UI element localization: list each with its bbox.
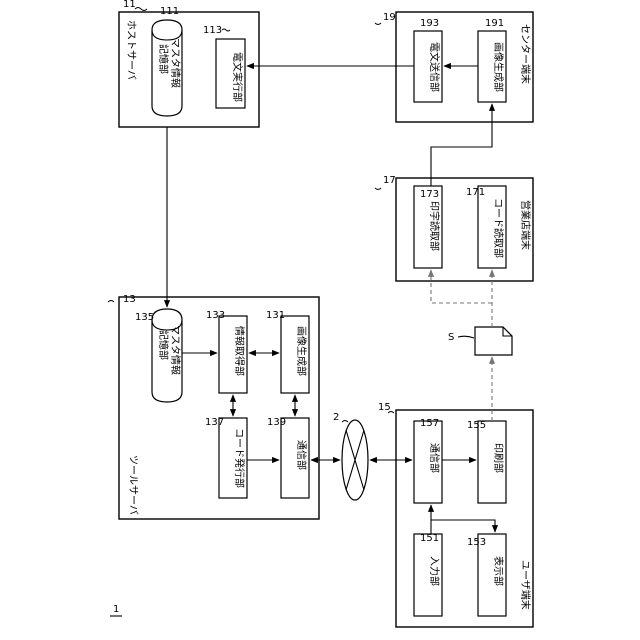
tool-image-gen-label: 画像生成部: [295, 326, 308, 376]
figure-number: 1: [113, 604, 119, 615]
user-display-label: 表示部: [492, 556, 505, 586]
tool-comm-ref: 139: [267, 417, 286, 428]
sales-code-reader-label: コード読取部: [492, 198, 505, 258]
center-terminal: センター端末 19 電文送信部 193 画像生成部 191: [375, 12, 533, 122]
host-master-storage-ref: 111: [160, 6, 179, 17]
host-master-storage: マスタ情報 記憶部 111: [152, 6, 182, 116]
center-telegram-send: 電文送信部 193: [414, 18, 442, 102]
user-comm-ref: 157: [420, 418, 439, 429]
center-telegram-send-ref: 193: [420, 18, 439, 29]
tool-code-issue-label: コード発行部: [233, 428, 246, 488]
user-print-label: 印刷部: [492, 443, 505, 473]
host-master-storage-line1: マスタ情報: [169, 38, 182, 88]
tool-image-gen-ref: 131: [266, 310, 285, 321]
center-telegram-send-label: 電文送信部: [428, 42, 441, 92]
tool-info-acquire-label: 情報取得部: [233, 326, 246, 376]
user-terminal: ユーザ端末 15 通信部 157 印刷部 155 入力部 151 表示部 153: [378, 402, 533, 627]
network-ref: 2: [333, 412, 339, 423]
sales-print-reader: 印字読取部 173: [414, 186, 442, 268]
user-comm: 通信部 157: [414, 418, 442, 503]
tool-master-storage-line1: マスタ情報: [169, 325, 182, 375]
sales-print-reader-label: 印字読取部: [428, 201, 441, 251]
sales-terminal: 営業店端末 17 印字読取部 173 コード読取部 171: [375, 175, 533, 281]
host-telegram-exec-ref: 113: [203, 25, 222, 36]
user-print-ref: 155: [467, 420, 486, 431]
tool-info-acquire-ref: 133: [206, 310, 225, 321]
tool-comm-label: 通信部: [295, 440, 308, 470]
sales-print-reader-ref: 173: [420, 189, 439, 200]
host-server-title: ホストサーバ: [125, 20, 137, 80]
user-input: 入力部 151: [414, 533, 442, 616]
center-image-gen-ref: 191: [485, 18, 504, 29]
center-terminal-title: センター端末: [519, 24, 532, 84]
tool-server-title: ツールサーバ: [127, 455, 139, 515]
document-s: S: [448, 327, 512, 355]
sales-terminal-title: 営業店端末: [519, 200, 532, 250]
center-image-gen-label: 画像生成部: [492, 42, 505, 92]
user-terminal-title: ユーザ端末: [519, 560, 532, 610]
tool-master-storage-ref: 135: [135, 312, 154, 323]
host-telegram-exec-label: 電文実行部: [231, 52, 244, 102]
sales-code-reader-ref: 171: [466, 187, 485, 198]
user-input-label: 入力部: [428, 556, 441, 586]
host-server-ref: 11: [123, 0, 136, 10]
center-terminal-ref: 19: [383, 12, 396, 23]
center-image-gen: 画像生成部 191: [478, 18, 506, 102]
user-terminal-ref: 15: [378, 402, 391, 413]
host-server: ホストサーバ 11 マスタ情報 記憶部 111 電文実行部 113: [119, 0, 259, 127]
sales-terminal-ref: 17: [383, 175, 396, 186]
tool-code-issue-ref: 137: [205, 417, 224, 428]
tool-server: ツールサーバ 13 マスタ情報 記憶部 135 情報取得部 133 画像生成部 …: [108, 294, 319, 519]
tool-master-storage-line2: 記憶部: [157, 330, 170, 360]
user-input-ref: 151: [420, 533, 439, 544]
host-master-storage-line2: 記憶部: [157, 44, 170, 74]
document-ref: S: [448, 332, 454, 343]
user-comm-label: 通信部: [428, 443, 441, 473]
network: 2: [333, 412, 368, 500]
user-display-ref: 153: [467, 537, 486, 548]
tool-server-ref: 13: [123, 294, 136, 305]
